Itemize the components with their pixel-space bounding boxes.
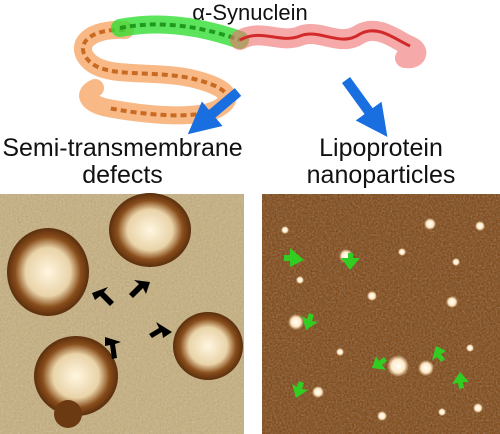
nanoparticle-arrow	[302, 313, 318, 330]
nanoparticle-arrow	[284, 248, 304, 267]
pointer-arrow-right	[341, 77, 388, 137]
panel-left-label: Semi-transmembrane defects	[0, 135, 245, 189]
panel-left-image	[0, 193, 244, 434]
defect-arrow	[129, 280, 150, 298]
panel-right-label-line2: nanoparticles	[306, 161, 456, 189]
panel-left-label-line1: Semi-transmembrane	[2, 134, 243, 162]
nanoparticle-arrow	[292, 381, 308, 398]
nanoparticle-arrow	[452, 372, 469, 389]
nanoparticle-arrow	[372, 356, 387, 370]
defect-disc	[109, 193, 191, 267]
nanoparticle-arrow	[341, 253, 360, 270]
defect-disc	[7, 228, 89, 316]
pointer-arrow-left	[187, 88, 242, 135]
panel-right-label: Lipoprotein nanoparticles	[262, 135, 500, 189]
defect-arrow	[149, 322, 172, 338]
defect-disc	[34, 336, 118, 416]
nanoparticle-arrow	[432, 346, 446, 362]
protein-structure	[74, 15, 427, 125]
defect-arrow	[92, 287, 114, 306]
defect-disc	[173, 312, 243, 380]
panel-right-image	[262, 194, 500, 434]
defect-arrow	[105, 337, 121, 359]
panel-right-label-line1: Lipoprotein	[319, 134, 443, 162]
protein-title: α-Synuclein	[192, 0, 308, 25]
panel-left-label-line2: defects	[82, 161, 163, 189]
